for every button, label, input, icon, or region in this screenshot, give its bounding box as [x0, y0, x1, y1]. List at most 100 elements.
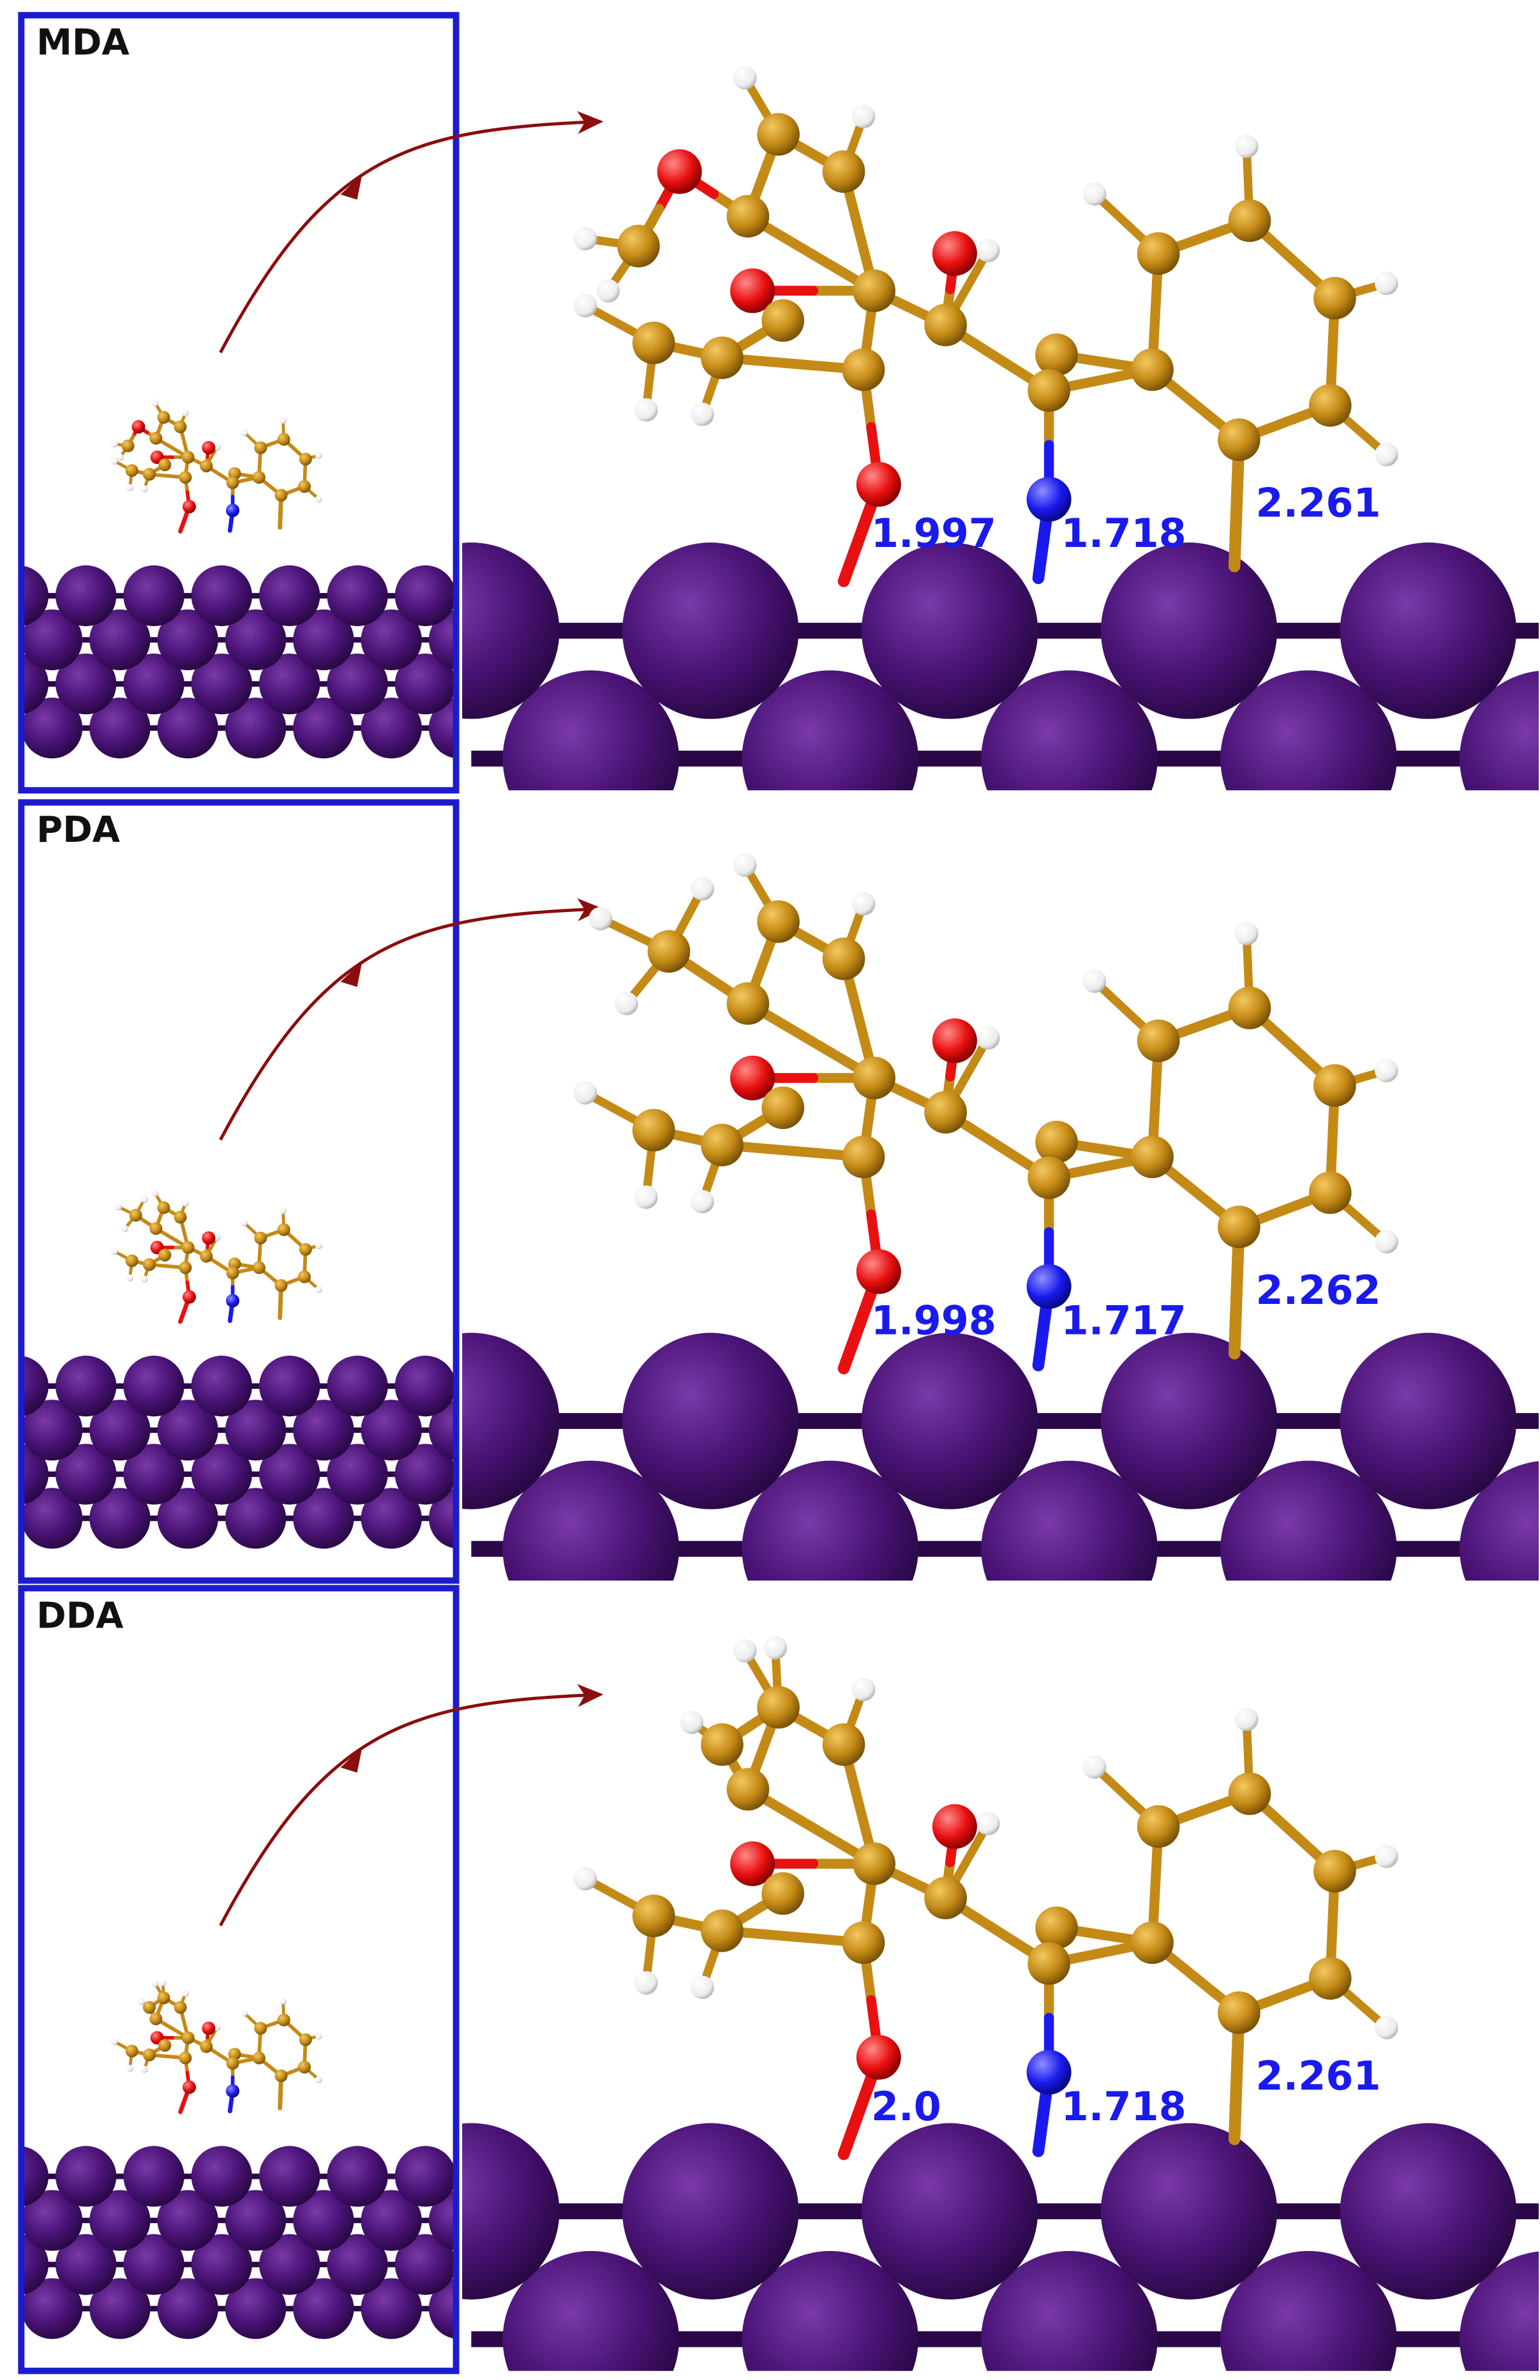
carbon-atom	[701, 1909, 744, 1952]
carbon-atom	[174, 1210, 187, 1224]
surface-atom	[56, 1356, 117, 1417]
surface-atom	[1340, 2123, 1517, 2300]
carbon-atom	[179, 470, 192, 484]
surface-atom	[1100, 1333, 1278, 1509]
surface-atom	[123, 565, 184, 627]
surface-atom	[361, 1400, 422, 1461]
hydrogen-atom	[1375, 1230, 1398, 1254]
surface-atom	[191, 2234, 253, 2295]
molecule	[110, 1189, 322, 1324]
hydrogen-atom	[151, 399, 159, 407]
carbon-atom	[761, 1086, 805, 1130]
carbon-atom	[181, 2031, 195, 2044]
hydrogen-atom	[110, 1248, 118, 1255]
surface-atom	[462, 543, 560, 719]
carbon-atom	[822, 937, 865, 980]
surface-atom	[502, 1460, 679, 1581]
hydrogen-atom	[315, 495, 322, 503]
surface-atom	[394, 565, 456, 627]
carbon-atom	[1228, 986, 1271, 1029]
hydrogen-atom	[114, 1203, 122, 1211]
carbon-atom	[158, 1248, 172, 1262]
surface-atom	[21, 654, 49, 714]
panel-label: MDA	[36, 22, 130, 64]
surface-atom	[1340, 1333, 1517, 1509]
hydrogen-atom	[851, 105, 876, 128]
carbon-atom	[761, 299, 805, 342]
surface-atom	[293, 1400, 354, 1461]
carbon-atom	[226, 1266, 239, 1280]
oxygen-atom	[202, 1231, 216, 1245]
oxygen-atom	[856, 1249, 901, 1294]
carbon-atom	[632, 1109, 675, 1152]
carbon-atom	[726, 1768, 770, 1811]
hydrogen-atom	[151, 1980, 159, 1987]
surface-atom	[123, 2234, 184, 2295]
hydrogen-atom	[1375, 1845, 1398, 1868]
carbon-atom	[1313, 1850, 1356, 1893]
oxygen-atom	[856, 461, 901, 507]
overview-view	[21, 399, 456, 759]
carbon-atom	[142, 2048, 156, 2062]
overview-surface	[21, 2146, 456, 2339]
carbon-atom	[277, 1223, 290, 1236]
hydrogen-atom	[213, 1234, 221, 1241]
surface-atom	[428, 2190, 456, 2251]
carbon-atom	[924, 1876, 967, 1920]
zoom-view	[462, 853, 1539, 1581]
carbon-atom	[149, 1222, 163, 1235]
carbon-atom	[299, 1243, 312, 1256]
hydrogen-atom	[315, 2032, 322, 2040]
hydrogen-atom	[1082, 969, 1107, 993]
overview-view	[21, 1979, 456, 2339]
surface-atom	[327, 1356, 388, 1417]
surface-atom	[225, 2278, 287, 2339]
hydrogen-atom	[1082, 1755, 1107, 1779]
carbon-atom	[1035, 333, 1078, 377]
carbon-atom	[822, 1723, 865, 1766]
hydrogen-atom	[110, 440, 118, 448]
carbon-atom	[200, 460, 213, 473]
surface-atom	[56, 2146, 117, 2207]
distance-o-label: 1.997	[871, 510, 996, 557]
oxygen-atom	[183, 1290, 197, 1304]
carbon-atom	[1137, 1019, 1180, 1063]
molecule	[573, 853, 1398, 1375]
carbon-atom	[252, 470, 265, 484]
arrow-mid-head	[340, 961, 363, 987]
surface-atom	[123, 653, 184, 715]
carbon-atom	[158, 2039, 172, 2052]
oxygen-atom	[183, 500, 197, 514]
surface-atom	[361, 2278, 422, 2339]
surface-atom	[89, 2190, 151, 2251]
molecule	[110, 1979, 322, 2114]
overview-box	[18, 1585, 460, 2374]
surface-atom	[56, 2234, 117, 2295]
carbon-atom	[647, 930, 691, 973]
surface-atom	[89, 1400, 151, 1461]
nitrogen-atom	[1026, 2049, 1072, 2095]
nitrogen-atom	[226, 504, 240, 518]
carbon-atom	[252, 1261, 265, 1275]
hydrogen-atom	[573, 1081, 597, 1105]
surface-atom	[21, 1488, 83, 1549]
surface-atom	[394, 2146, 456, 2207]
carbon-atom	[757, 113, 800, 156]
surface-atom	[225, 1488, 287, 1549]
oxygen-atom	[657, 149, 702, 194]
distance-c-label: 2.262	[1256, 1267, 1381, 1313]
surface-atom	[225, 609, 287, 671]
carbon-atom	[1035, 1906, 1078, 1949]
hydrogen-atom	[596, 279, 620, 303]
hydrogen-atom	[315, 451, 322, 459]
arrow-mid-head	[340, 1747, 363, 1773]
carbon-atom	[157, 410, 170, 424]
panel-label: DDA	[36, 1595, 124, 1636]
carbon-atom	[274, 1279, 288, 1292]
carbon-atom	[701, 336, 744, 379]
hydrogen-atom	[241, 1219, 248, 1227]
surface-atom	[428, 1400, 456, 1461]
carbon-atom	[200, 1250, 213, 1263]
overview-surface	[21, 565, 456, 759]
